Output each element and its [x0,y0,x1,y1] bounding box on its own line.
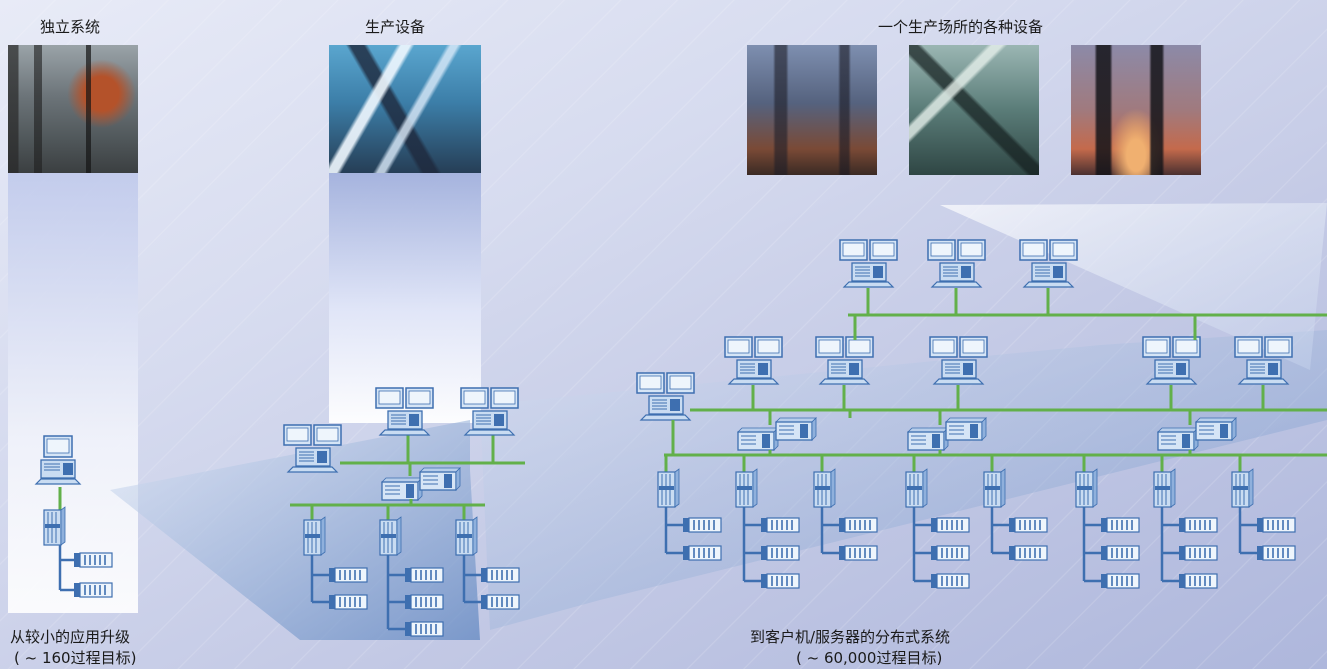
unit-controller [455,516,478,556]
unit-io-module [480,567,520,583]
site-server [1157,427,1199,451]
site-io-module [1178,545,1218,561]
photo-site-2 [909,45,1039,175]
site-io-module [760,517,800,533]
photo-standalone [8,45,138,173]
unit-server [419,467,461,491]
site-io-module [1008,545,1048,561]
standalone-station [35,435,81,485]
site-controller [1075,468,1098,508]
unit-io-module [404,621,444,637]
standalone-controller [43,506,66,546]
standalone-io-module [73,552,113,568]
label-standalone: 独立系统 [40,18,101,36]
site-controller [657,468,680,508]
site-io-module [838,517,878,533]
site-io-module [930,573,970,589]
site-io-module [1256,517,1296,533]
site-controller [1231,468,1254,508]
site-io-module [930,545,970,561]
site-io-module [1100,545,1140,561]
site-io-module [1256,545,1296,561]
site-controller [983,468,1006,508]
site-server-station [927,239,986,288]
unit-io-module [480,594,520,610]
label-small-upgrade: 从较小的应用升级 [10,628,131,646]
label-distributed: 到客户机/服务器的分布式系统 [750,628,951,646]
site-io-module [1100,573,1140,589]
site-io-module [1100,517,1140,533]
unit-io-module [404,567,444,583]
site-io-module [682,517,722,533]
site-controller [735,468,758,508]
site-server-station [839,239,898,288]
photo-site-3 [1071,45,1201,175]
site-controller [813,468,836,508]
label-site-units: 一个生产场所的各种设备 [878,18,1044,36]
site-server [775,417,817,441]
site-io-module [1178,517,1218,533]
label-distributed-count: ( ~ 60,000过程目标) [796,649,943,667]
site-controller [1153,468,1176,508]
site-io-module [1008,517,1048,533]
site-io-module [682,545,722,561]
site-io-module [760,545,800,561]
unit-io-module [404,594,444,610]
site-controller [905,468,928,508]
unit-io-module [328,567,368,583]
unit-controller [303,516,326,556]
site-server [907,427,949,451]
site-server [945,417,987,441]
photo-production [329,45,481,173]
site-io-module [930,517,970,533]
unit-station [375,387,434,436]
beam-production [329,173,481,423]
label-production-unit: 生产设备 [365,18,426,36]
site-io-module [838,545,878,561]
label-small-count: ( ~ 160过程目标) [14,649,137,667]
device-network [35,239,1327,637]
photo-site-1 [747,45,877,175]
unit-io-module [328,594,368,610]
unit-server [381,477,423,501]
site-server [737,427,779,451]
standalone-io-module [73,582,113,598]
site-io-module [760,573,800,589]
unit-controller [379,516,402,556]
beam-standalone [8,173,138,613]
site-io-module [1178,573,1218,589]
site-server [1195,417,1237,441]
